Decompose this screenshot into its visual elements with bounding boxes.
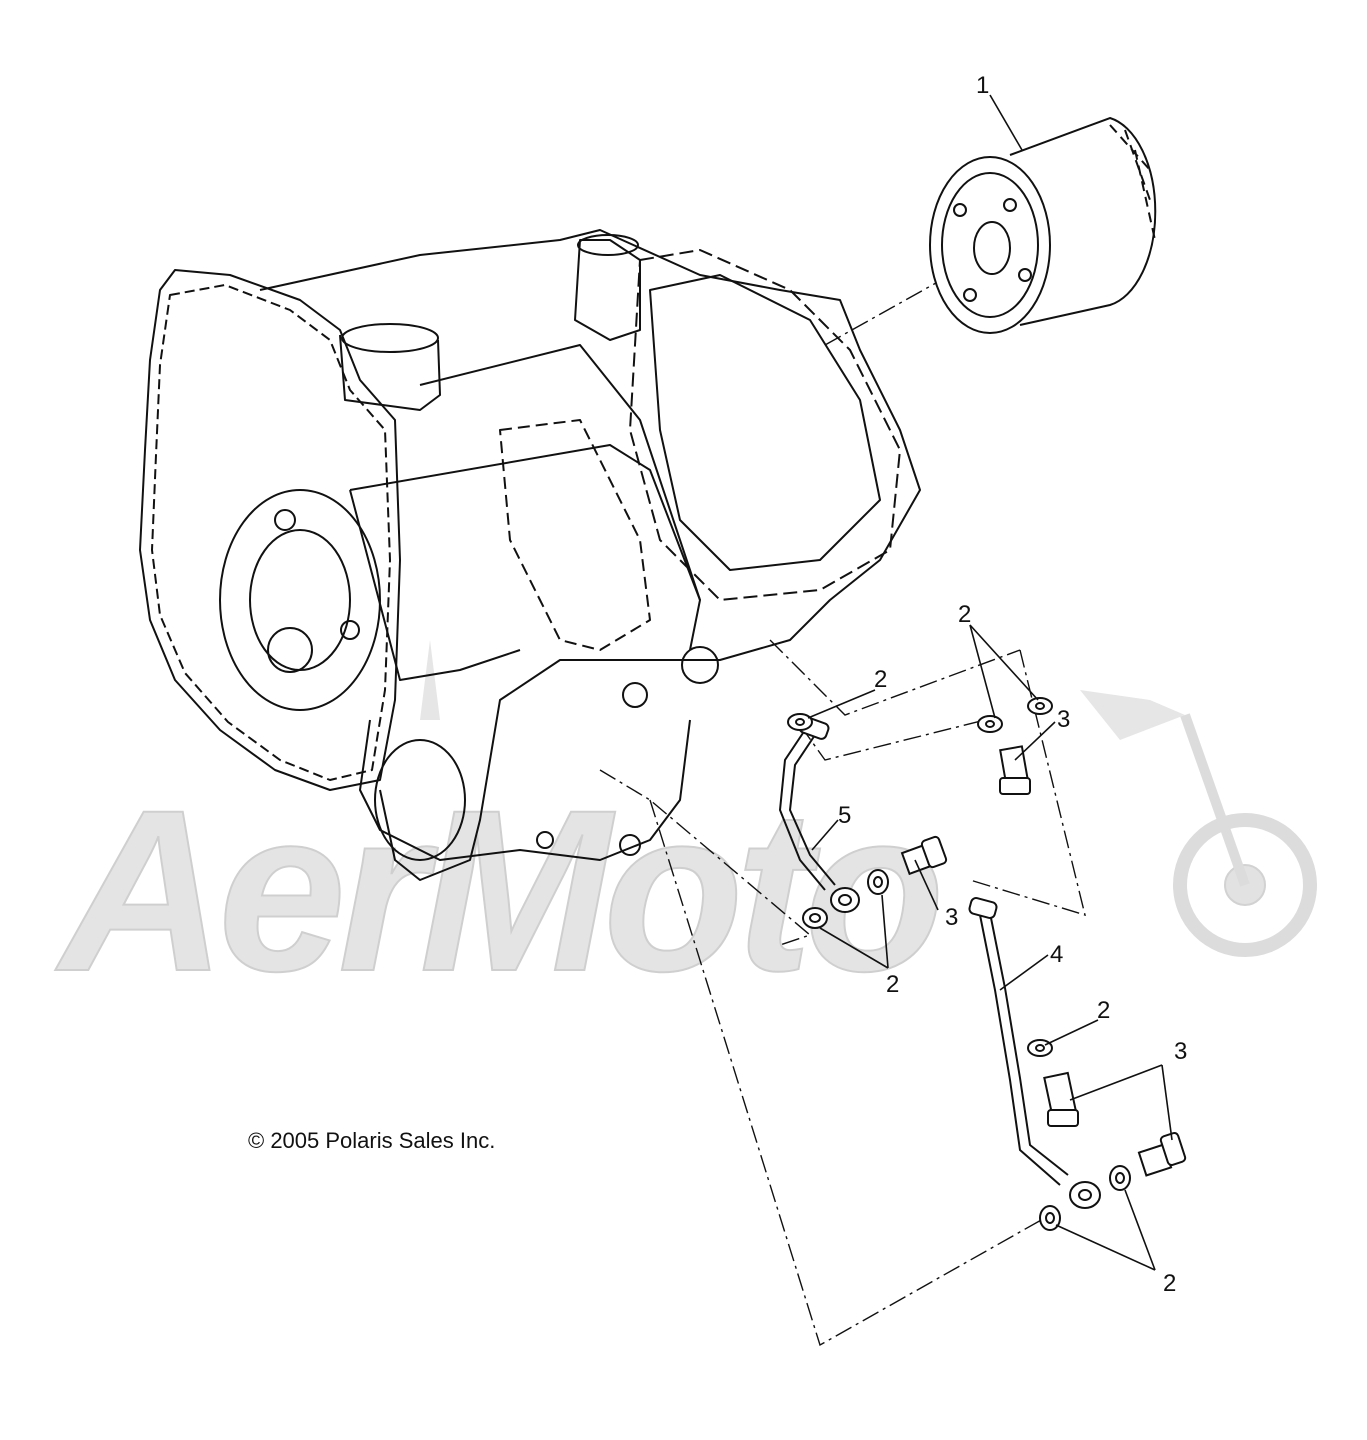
callout-3-bolts-lower: 3 — [1174, 1038, 1188, 1065]
callout-4-oil-line: 4 — [1050, 941, 1064, 968]
callout-2-washers-middle: 2 — [886, 971, 900, 998]
callout-1-oil-filter: 1 — [976, 72, 990, 99]
callout-leaders — [807, 94, 1173, 1271]
callout-2-washers-bottom: 2 — [1163, 1270, 1177, 1297]
copyright-notice: © 2005 Polaris Sales Inc. — [248, 1128, 496, 1153]
callout-3-bolt-middle: 3 — [945, 904, 959, 931]
watermark-text: AerMoto — [55, 762, 938, 1019]
oil-line-4 — [968, 897, 1101, 1209]
engine-block — [139, 229, 921, 881]
oil-filter — [929, 116, 1157, 334]
callout-5-oil-line: 5 — [838, 802, 852, 829]
callout-2-washer-upper-left: 2 — [874, 666, 888, 693]
banjo-bolts — [900, 745, 1187, 1177]
washers — [787, 697, 1131, 1231]
callout-2-washer-lower: 2 — [1097, 997, 1111, 1024]
watermark-logo: AerMoto — [54, 640, 1317, 1020]
callout-3-bolt-upper: 3 — [1057, 706, 1071, 733]
callout-2-washers-upper-right: 2 — [958, 601, 972, 628]
oil-line-5 — [778, 716, 860, 913]
engine-cover-opening — [219, 489, 381, 711]
